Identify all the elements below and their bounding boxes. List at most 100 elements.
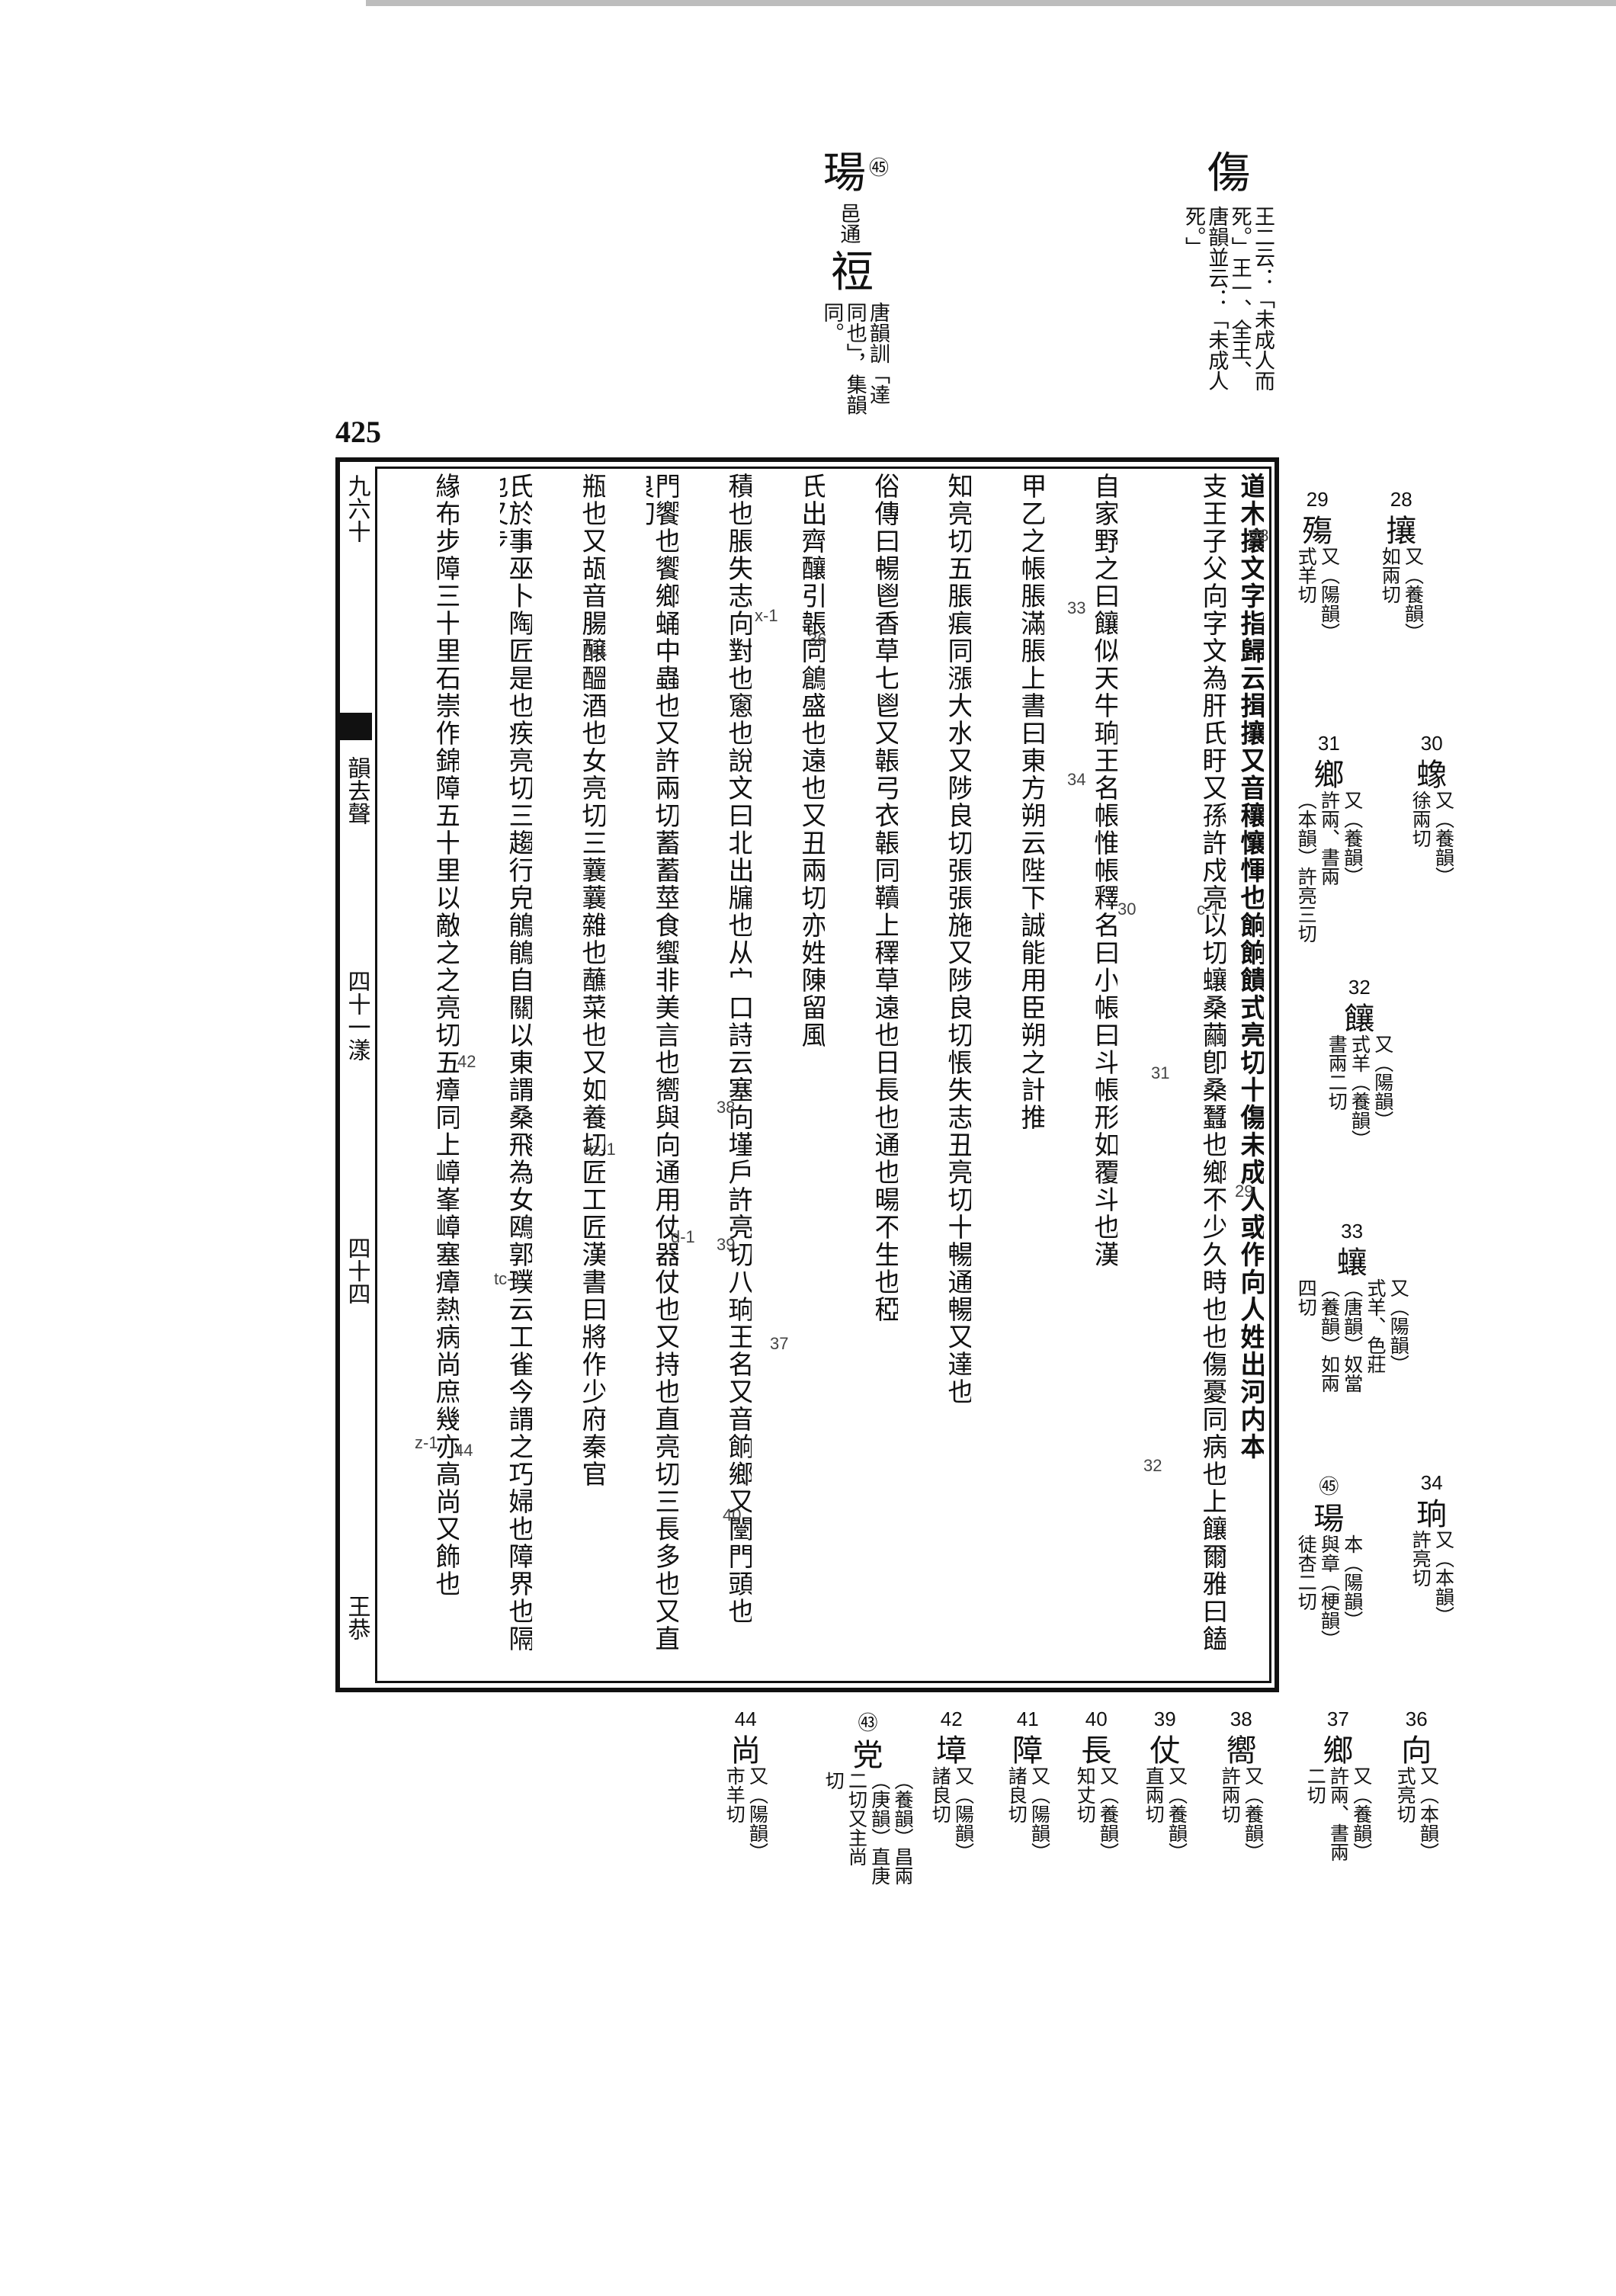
- note-line: 又（陽韻）: [1028, 1766, 1051, 1861]
- note-head: 墇: [936, 1733, 967, 1768]
- inline-mark: z-1: [415, 1433, 438, 1452]
- note-head: 鄉: [1313, 758, 1345, 793]
- top-note-head: 傷: [1207, 149, 1250, 198]
- note-head: 瑒: [1313, 1502, 1345, 1537]
- note-line: 又（養韻）: [1097, 1766, 1120, 1861]
- text-column: 支王子父向字文為肝氏盱又孫許戍亮以切蠰桑繭卽桑蠶也鄉不少久時也也傷憂同病也上饟爾…: [1198, 473, 1226, 1653]
- inline-mark: 36: [808, 630, 827, 649]
- margin-note: 30 蟓 又（養韻）徐兩切: [1409, 732, 1454, 886]
- note-number: 33: [1341, 1220, 1364, 1243]
- note-head: 饟: [1344, 1002, 1375, 1037]
- inline-mark: 31: [1151, 1063, 1170, 1082]
- note-line: 又（本韻）: [1417, 1766, 1440, 1861]
- note-line: 又（養韻）: [1350, 1766, 1373, 1861]
- note-line: 又（養韻）: [1341, 790, 1364, 886]
- note-number: 40: [1085, 1708, 1108, 1730]
- note-line: 又（養韻）: [1402, 547, 1425, 642]
- note-line: 式羊、色莊: [1364, 1278, 1387, 1374]
- text-column: 緣布步障三十里石崇作錦障五十里以敵之之亮切五瘴同上嶂峯嶂塞瘴熱病尚庶幾亦高尚又飾…: [431, 473, 459, 1598]
- margin-note: 28 攘 又（養韻）如兩切: [1379, 488, 1425, 642]
- note-line: （養韻）昌兩: [892, 1771, 914, 1885]
- note-number: ㊸: [858, 1711, 878, 1734]
- note-line: （庚韻）直庚: [868, 1771, 891, 1885]
- note-head: 仗: [1149, 1733, 1181, 1768]
- text-column: 自家野之曰饟似天牛珦王名帳惟帳釋名曰小帳曰斗帳形如覆斗也漢: [1089, 473, 1117, 1268]
- inline-mark: 40: [723, 1506, 742, 1525]
- inline-mark: 28: [1250, 526, 1269, 545]
- top-note-line: 同也」，集韻: [842, 302, 867, 415]
- margin-note: 37 鄉 又（養韻）許兩、書兩二切: [1304, 1708, 1373, 1861]
- note-line: 又（陽韻）: [1371, 1034, 1394, 1130]
- top-note-line: 唐韻訓「達: [866, 302, 890, 405]
- inline-mark: 32: [1143, 1456, 1162, 1475]
- page-number: 425: [335, 415, 381, 449]
- margin-note: 39 仗 又（養韻）直兩切: [1143, 1708, 1188, 1861]
- top-note-line: 同。: [819, 302, 844, 343]
- inline-mark: 30: [1117, 899, 1137, 919]
- circled-number: ㊺: [869, 156, 890, 179]
- note-number: 31: [1317, 732, 1340, 755]
- top-note-line: 死。」王一、全王、: [1227, 206, 1252, 381]
- note-head: 障: [1012, 1733, 1044, 1768]
- inline-mark: 33: [1067, 598, 1086, 617]
- note-line: 又（養韻）: [1166, 1766, 1188, 1861]
- note-line: 又（陽韻）: [1387, 1278, 1410, 1374]
- margin-note: ㊸ 党 （養韻）昌兩（庚韻）直庚二切又主尚切: [822, 1708, 914, 1885]
- text-column: 積也脹失志向對也窻也說文曰北出牖也从宀口詩云塞向墐戶許亮切八珦王名又音餉鄉又闛門…: [723, 473, 752, 1625]
- note-line: 許兩、書兩: [1327, 1766, 1350, 1861]
- text-column: 氏出齊釀引韔同鶬盛也遠也又丑兩切亦姓陳留風: [797, 473, 825, 1049]
- note-head: 党: [852, 1738, 883, 1773]
- note-line: 切: [822, 1771, 845, 1790]
- margin-note: 31 鄉 又（養韻）許兩、書兩（本韻）許亮三切: [1295, 732, 1364, 943]
- text-column: 瓶也又瓳音腸醸醞酒也女亮切三蘘蘘雜也蘸菜也又如養切匠工匠漢書曰將作少府秦官: [577, 473, 605, 1488]
- top-note-line: 唐韻並云：「未成人: [1204, 206, 1229, 391]
- margin-note: 40 長 又（養韻）知丈切: [1074, 1708, 1120, 1861]
- inline-mark: dz-1: [583, 1140, 616, 1159]
- margin-note: 36 向 又（本韻）式亮切: [1394, 1708, 1440, 1861]
- text-column: 道木攘文字指歸云揖攘又音穰懹惲也餉餉饋式亮切十傷未成人或作向人姓出河内本: [1236, 473, 1264, 1461]
- top-note-shang: 傷 王二云：「未成人而 死。」王一、全王、 唐韻並云：「未成人 死。」: [1174, 149, 1275, 450]
- note-line: 與章（梗韻）: [1318, 1534, 1341, 1649]
- scan-edge: [366, 0, 1616, 6]
- inline-mark: d-1: [671, 1227, 695, 1246]
- margin-note: 32 饟 又（陽韻）式羊（養韻）書兩二切: [1326, 976, 1394, 1149]
- main-frame: [335, 457, 1279, 1692]
- inline-mark: 42: [457, 1052, 476, 1071]
- text-column: 俗傳曰暢鬯香草七鬯又韔弓衣韔同韇上䆁草遠也日長也通也暘不生也稏: [870, 473, 898, 1323]
- inline-mark: x-1: [755, 606, 778, 625]
- margin-note: 44 尚 又（陽韻）市羊切: [723, 1708, 768, 1861]
- top-note-line: 死。」: [1181, 206, 1205, 258]
- note-line: 如兩切: [1379, 547, 1402, 604]
- margin-note: 34 珦 又（本韻）許亮切: [1409, 1471, 1454, 1625]
- note-head: 攘: [1386, 514, 1417, 549]
- top-note-line: 王二云：「未成人而: [1251, 206, 1275, 391]
- margin-note: 38 嚮 又（養韻）許兩切: [1219, 1708, 1265, 1861]
- note-line: 許兩切: [1219, 1766, 1242, 1823]
- inline-mark: 39: [717, 1235, 736, 1254]
- note-line: 市羊切: [723, 1766, 746, 1823]
- strip-author-label: 王恭: [343, 1595, 370, 1640]
- inline-mark: 29: [1235, 1182, 1254, 1201]
- inline-mark: 38: [717, 1098, 736, 1117]
- note-line: 直兩切: [1143, 1766, 1166, 1823]
- top-note-xiang: 䄈 唐韻訓「達 同也」，集韻 同。: [816, 252, 899, 457]
- note-line: 二切又主尚: [845, 1771, 868, 1866]
- note-head: 珦: [1416, 1497, 1448, 1532]
- top-note-line: 邑通: [836, 203, 861, 244]
- strip-leaf-label: 四十四: [343, 1236, 370, 1305]
- note-head: 殤: [1302, 514, 1333, 549]
- note-head: 長: [1081, 1733, 1112, 1768]
- note-number: 29: [1306, 488, 1329, 511]
- top-note-yang: 瑒 ㊺ 邑通: [816, 152, 899, 267]
- inline-mark: 44: [454, 1441, 473, 1460]
- margin-note: ㊺ 瑒 本（陽韻）與章（梗韻）徒杏二切: [1295, 1471, 1364, 1649]
- strip-volume-label: 韻去聲: [343, 756, 370, 825]
- inline-mark: tc-1: [494, 1269, 522, 1288]
- note-line: 式羊（養韻）: [1348, 1034, 1371, 1149]
- note-number: 28: [1390, 488, 1412, 511]
- note-head: 尚: [730, 1733, 762, 1768]
- strip-bar: [340, 713, 372, 740]
- note-line: 又（養韻）: [1242, 1766, 1265, 1861]
- note-number: ㊺: [1319, 1475, 1339, 1498]
- note-number: 41: [1016, 1708, 1039, 1730]
